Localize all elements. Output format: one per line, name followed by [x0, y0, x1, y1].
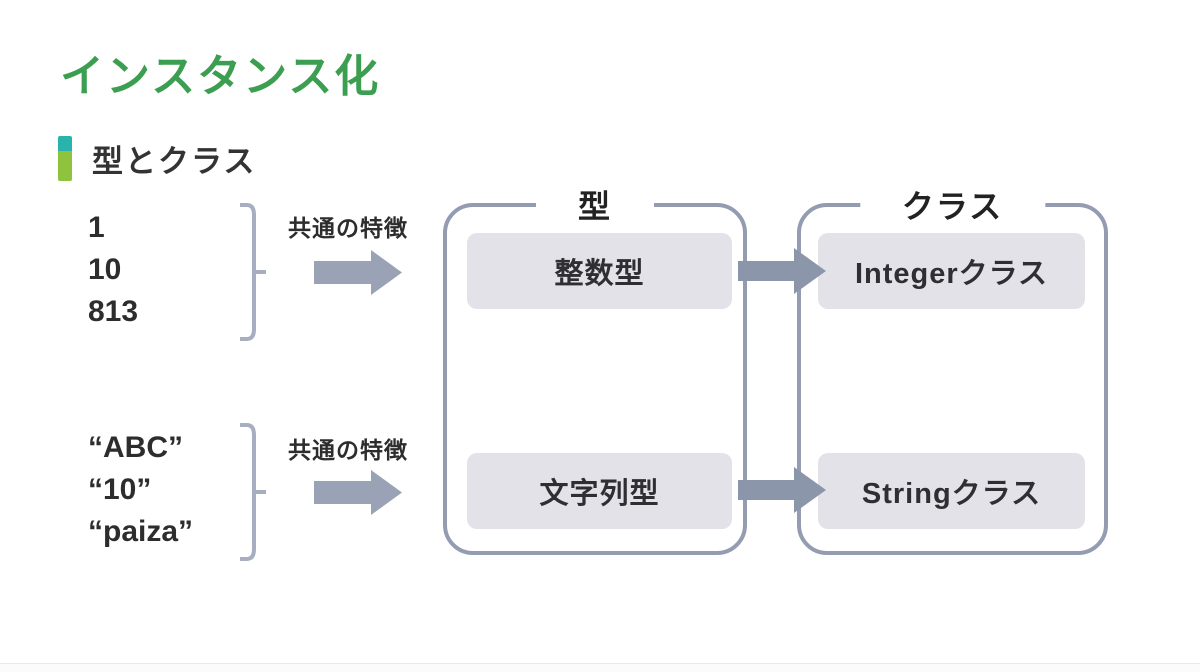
- arrow-right-icon: [314, 250, 402, 295]
- class-panel: クラス Integerクラス Stringクラス: [797, 181, 1108, 555]
- type-panel-title: 型: [535, 181, 655, 228]
- class-box-string: Stringクラス: [818, 453, 1085, 529]
- section-bullet-icon: [58, 136, 72, 181]
- value-item: “paiza”: [88, 515, 194, 548]
- type-box-string: 文字列型: [467, 453, 732, 529]
- type-panel: 型 整数型 文字列型: [443, 181, 747, 555]
- class-panel-title: クラス: [859, 181, 1046, 228]
- section-title: 型とクラス: [92, 144, 257, 179]
- section-header: 型とクラス: [58, 136, 256, 181]
- value-list-strings: “ABC” “10” “paiza”: [88, 427, 193, 553]
- slide-bottom-edge: [0, 663, 1200, 672]
- arrow-right-icon: [738, 248, 826, 294]
- value-item: 1: [88, 211, 105, 244]
- value-item: 813: [88, 295, 139, 328]
- section-bullet-top: [58, 136, 72, 151]
- value-item: “ABC”: [88, 431, 183, 464]
- page-title: インスタンス化: [60, 52, 381, 101]
- value-item: 10: [88, 253, 122, 286]
- value-item: “10”: [88, 473, 152, 506]
- section-bullet-bottom: [58, 151, 72, 181]
- feature-label: 共通の特徴: [288, 437, 408, 463]
- feature-label: 共通の特徴: [288, 215, 408, 241]
- brace-icon: [240, 423, 266, 561]
- arrow-right-icon: [738, 467, 826, 513]
- class-box-integer: Integerクラス: [818, 233, 1085, 309]
- type-box-integer: 整数型: [467, 233, 732, 309]
- value-list-numbers: 1 10 813: [88, 207, 138, 333]
- brace-icon: [240, 203, 266, 341]
- arrow-right-icon: [314, 470, 402, 515]
